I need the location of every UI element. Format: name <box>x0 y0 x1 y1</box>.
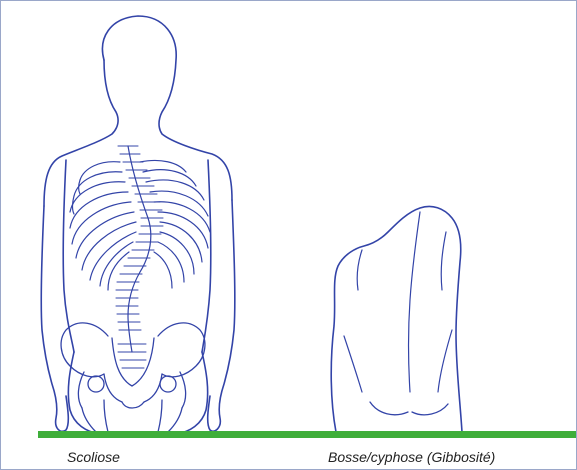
back-crease <box>441 232 446 290</box>
kyphosis-figure <box>331 206 462 432</box>
ribs-right <box>140 160 210 288</box>
right-arm <box>208 200 235 431</box>
ground-line <box>38 431 576 438</box>
shoulder-blade-line <box>357 250 362 290</box>
spine-ridge <box>409 212 421 392</box>
torso-left <box>68 352 100 434</box>
left-arm <box>41 206 68 431</box>
caption-scoliosis: Scoliose <box>67 449 120 465</box>
buttocks <box>370 402 448 415</box>
left-hip-line <box>344 336 362 392</box>
bent-torso-outline <box>331 206 462 432</box>
femurs <box>82 400 182 432</box>
pelvis <box>61 323 205 408</box>
right-hip-line <box>438 330 452 392</box>
right-arm-inner <box>202 160 211 352</box>
left-arm-inner <box>63 160 74 352</box>
ribs-left <box>70 162 136 290</box>
caption-kyphosis: Bosse/cyphose (Gibbosité) <box>328 449 495 465</box>
scoliosis-figure <box>41 16 235 434</box>
torso-right <box>176 352 208 434</box>
